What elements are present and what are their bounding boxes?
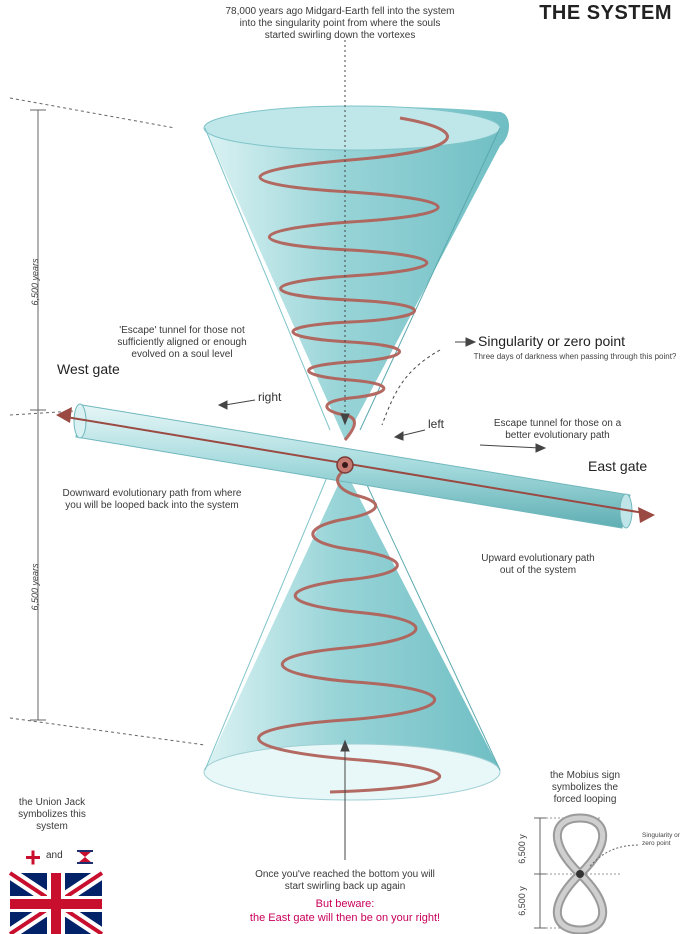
arrows xyxy=(217,40,547,860)
lower-cone xyxy=(203,469,501,801)
singularity-title: Singularity or zero point xyxy=(478,333,626,349)
west-gate-label: West gate xyxy=(57,361,120,377)
escape-west-note: 'Escape' tunnel for those not sufficient… xyxy=(117,325,247,360)
union-jack-note: the Union Jack symbolizes this system xyxy=(18,797,86,832)
spiral-lower xyxy=(257,468,442,794)
mobius-note: the Mobius sign symbolizes the forced lo… xyxy=(549,770,621,805)
downward-path-note: Downward evolutionary path from where yo… xyxy=(62,488,242,511)
mobius-y-bottom-wrap: 6,500 y xyxy=(510,882,534,922)
mobius-singularity-note: Singularity or zero point xyxy=(642,832,680,847)
east-gate-label: East gate xyxy=(588,458,648,474)
singularity-note: Three days of darkness when passing thro… xyxy=(473,352,677,361)
bottom-note: Once you've reached the bottom you will … xyxy=(255,869,435,892)
upward-path-note: Upward evolutionary path out of the syst… xyxy=(481,553,595,576)
beware-line-1: But beware: xyxy=(315,898,375,910)
left-label: left xyxy=(428,417,445,431)
lower-span-wrap: 6,500 years xyxy=(20,560,50,620)
escape-east-note: Escape tunnel for those on a better evol… xyxy=(493,418,622,441)
upper-cone xyxy=(203,105,509,441)
right-label: right xyxy=(258,390,282,404)
mobius-sign xyxy=(534,813,641,934)
cross-symbol xyxy=(26,850,40,865)
mobius-y-top-wrap: 6,500 y xyxy=(510,830,534,870)
spiral-upper xyxy=(258,116,449,441)
upper-span-label: 6,500 years xyxy=(30,258,40,306)
lower-span-label: 6,500 years xyxy=(30,563,40,611)
mobius-y-top: 6,500 y xyxy=(517,834,527,864)
and-word: and xyxy=(46,850,63,861)
beware-line-2: the East gate will then be on your right… xyxy=(249,912,441,924)
page-title: THE SYSTEM xyxy=(539,2,672,24)
union-jack-flag xyxy=(6,867,106,934)
top-note: 78,000 years ago Midgard-Earth fell into… xyxy=(225,6,455,41)
mobius-y-bottom: 6,500 y xyxy=(517,886,527,916)
hourglass-symbol xyxy=(77,850,93,864)
upper-span-wrap: 6,500 years xyxy=(20,255,50,315)
